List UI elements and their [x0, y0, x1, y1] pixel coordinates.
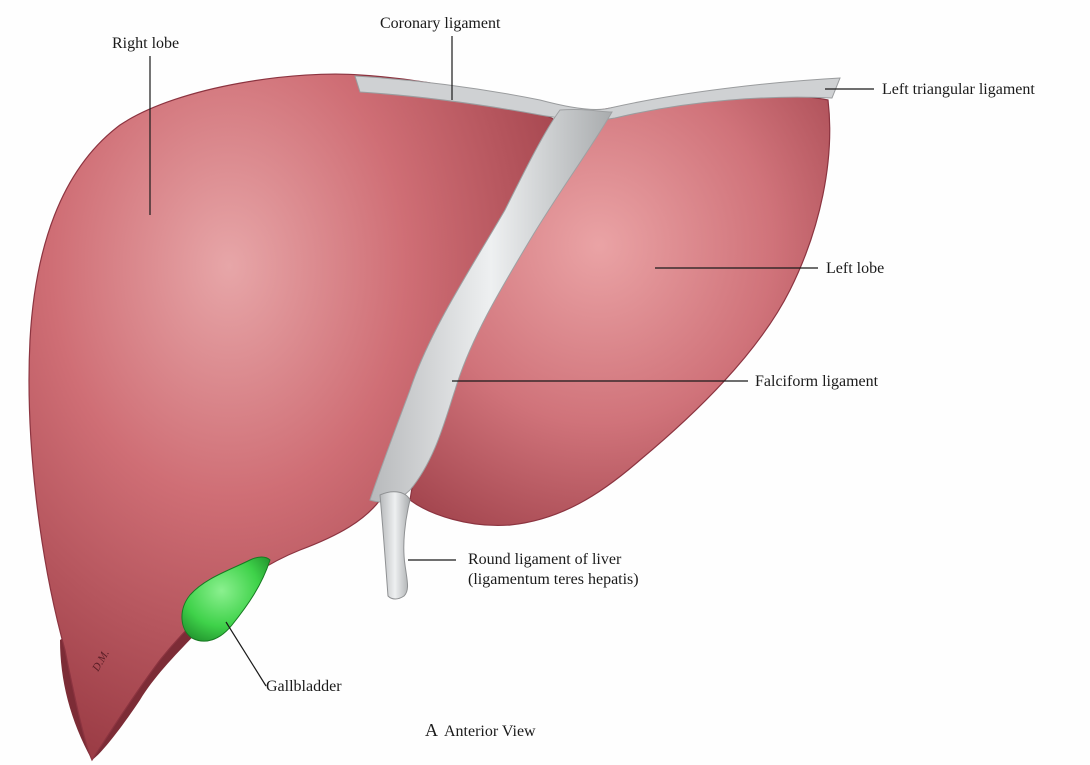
round-ligament-shape	[380, 492, 410, 599]
label-right-lobe: Right lobe	[112, 34, 179, 54]
label-falciform-ligament: Falciform ligament	[755, 372, 878, 392]
label-left-lobe: Left lobe	[826, 259, 884, 279]
label-gallbladder: Gallbladder	[266, 677, 342, 697]
figure-caption: A Anterior View	[425, 720, 536, 741]
label-round-ligament-line2: (ligamentum teres hepatis)	[468, 570, 639, 590]
leader-gallbladder	[226, 622, 266, 686]
label-coronary-ligament: Coronary ligament	[380, 14, 500, 34]
caption-plate-letter: A	[425, 720, 438, 740]
label-round-ligament-line1: Round ligament of liver	[468, 550, 621, 570]
caption-view: Anterior View	[444, 723, 536, 740]
label-left-triangular-ligament: Left triangular ligament	[882, 80, 1035, 100]
